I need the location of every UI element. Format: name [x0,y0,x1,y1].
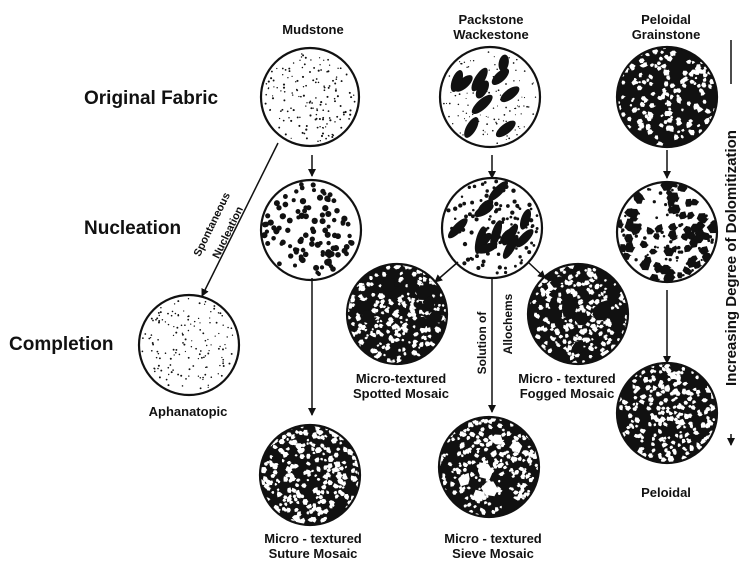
column-header-grainstone: Grainstone [616,27,716,42]
caption-spotted-1: Micro-textured [336,371,466,386]
caption-aphanatopic: Aphanatopic [128,404,248,419]
arrow-packstone-to-fogged [528,262,545,278]
arrow-packstone-to-spotted [435,262,458,282]
caption-fogged-2: Fogged Mosaic [500,386,634,401]
caption-suture-1: Micro - textured [246,531,380,546]
caption-suture-2: Suture Mosaic [246,546,380,561]
dolomitization-label: Increasing Degree of Dolomitization [723,130,739,386]
row-label-original-fabric: Original Fabric [84,91,218,106]
caption-peloidal: Peloidal [616,485,716,500]
column-header-wackestone: Wackestone [436,27,546,42]
column-header-mudstone: Mudstone [266,22,360,37]
row-label-nucleation: Nucleation [84,221,181,236]
texture-circles [139,45,722,525]
caption-sieve-1: Micro - textured [426,531,560,546]
allochems-label: Allochems [501,293,515,354]
row-label-completion: Completion [9,337,114,352]
column-header-packstone: Packstone [436,12,546,27]
caption-fogged-1: Micro - textured [500,371,634,386]
solution-label: Solution of [475,311,489,375]
caption-sieve-2: Sieve Mosaic [426,546,560,561]
column-header-peloidal: Peloidal [616,12,716,27]
caption-spotted-2: Spotted Mosaic [336,386,466,401]
